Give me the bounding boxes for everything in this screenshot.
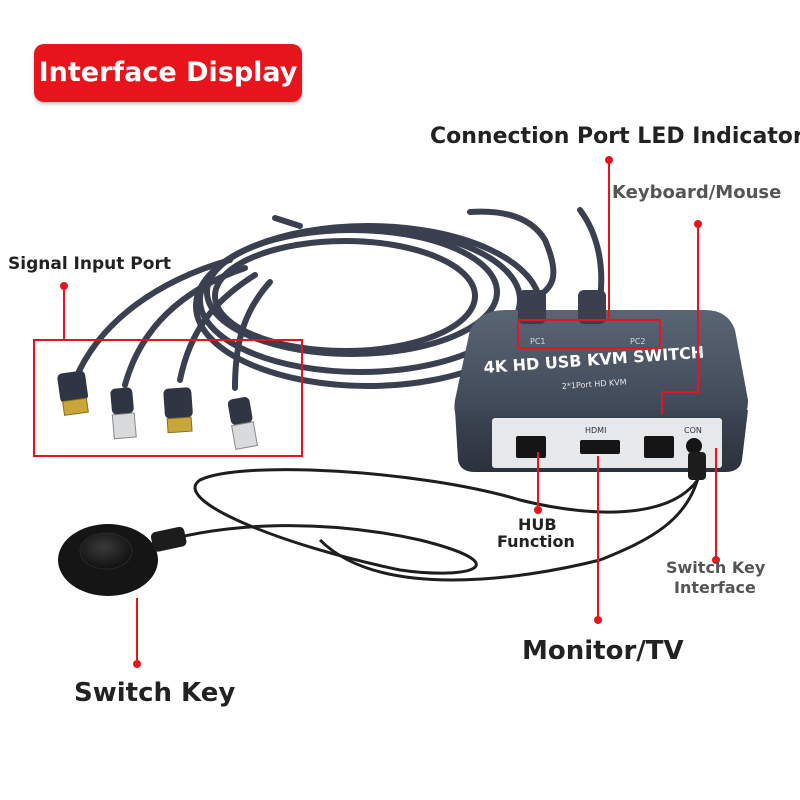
cable-bundle — [72, 207, 605, 391]
callout-switch-key: Switch Key — [74, 678, 236, 708]
kvm-switch-device: PC1 PC2 4K HD USB KVM SWITCH 2*1Port HD … — [454, 290, 748, 480]
callout-switch-key-interface-line1: Switch Key — [666, 558, 766, 577]
callout-dots — [60, 156, 720, 668]
hdmi-port — [580, 440, 620, 454]
callout-hub-line1: HUB — [518, 515, 557, 534]
callout-hub-line2: Function — [497, 532, 575, 551]
hdmi-port-label: HDMI — [585, 426, 606, 435]
hdmi-connector-2 — [163, 387, 193, 434]
callout-keyboard-mouse: Keyboard/Mouse — [612, 182, 782, 203]
switch-key-cable — [149, 461, 708, 575]
hdmi-connector-1 — [57, 370, 89, 416]
callout-lines — [33, 160, 717, 664]
usb-connector-2 — [227, 397, 259, 450]
switch-key-cable-2 — [318, 469, 702, 582]
led-pc2-label: PC2 — [630, 337, 646, 346]
con-port-label: CON — [684, 426, 702, 435]
keyboard-mouse-port — [644, 436, 674, 458]
led-pc1-label: PC1 — [530, 337, 546, 346]
con-port — [686, 438, 702, 454]
callout-connection-led: Connection Port LED Indicator — [430, 124, 800, 149]
callout-signal-input: Signal Input Port — [8, 254, 171, 274]
usb-hub-port — [516, 436, 546, 458]
title-badge: Interface Display — [34, 44, 302, 102]
callout-switch-key-interface-line2: Interface — [674, 578, 756, 597]
usb-connector-1 — [110, 387, 137, 440]
callout-monitor-tv: Monitor/TV — [522, 636, 684, 666]
switch-key-button — [58, 524, 187, 596]
